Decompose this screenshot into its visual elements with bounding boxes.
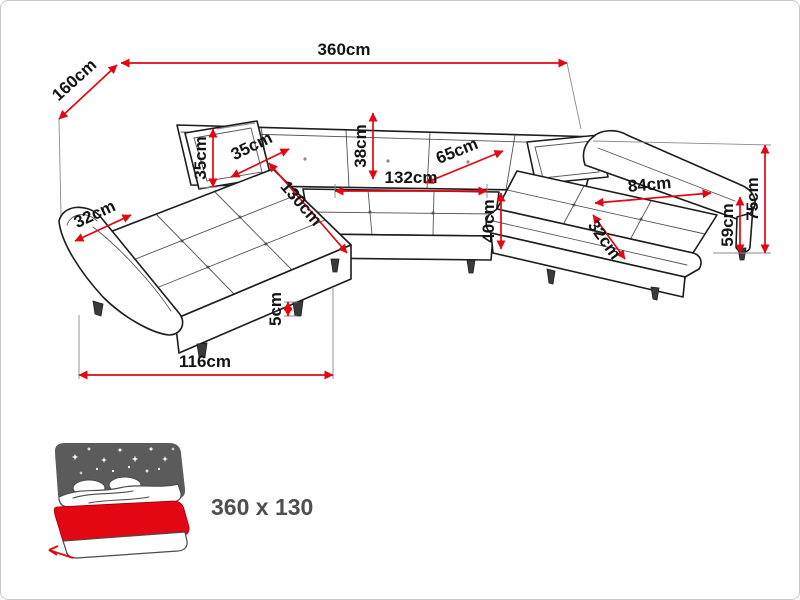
dimension-back-cushion-height: 38cm	[351, 112, 378, 180]
unfold-arrow-icon	[48, 545, 74, 559]
dim-label-seat-front-height: 40cm	[479, 199, 498, 242]
sofa-drawing	[58, 120, 756, 358]
dimension-total-width: 360cm	[120, 40, 568, 68]
dimension-left-section-width: 116cm	[78, 352, 334, 380]
dim-label-depth: 160cm	[48, 55, 100, 105]
dim-label-back-cushion-height: 38cm	[351, 124, 370, 167]
dim-label-total-width: 360cm	[318, 40, 371, 59]
dimension-leg-height: 5cm	[266, 292, 293, 326]
sleeping-size-label: 360 x 130	[211, 494, 313, 520]
dim-label-left-section-width: 116cm	[179, 352, 231, 371]
dimension-pillow-height: 35cm	[191, 128, 218, 188]
dim-label-right-seat-length: 84cm	[627, 173, 672, 196]
dimension-back-height: 59cm	[718, 196, 745, 254]
dimension-right-seat-length: 84cm	[594, 173, 712, 207]
dim-label-total-height: 75cm	[743, 177, 762, 220]
sofa-feet	[92, 247, 747, 358]
dim-label-leg-height: 5cm	[266, 292, 285, 326]
bed-base	[62, 531, 188, 559]
dimension-total-height: 75cm	[743, 144, 770, 254]
dimension-middle-seat-width: 132cm	[334, 168, 488, 196]
stars-decoration	[71, 446, 175, 475]
dim-label-middle-seat-width: 132cm	[385, 168, 438, 187]
dimension-depth: 160cm	[48, 55, 118, 120]
dimension-seat-front-height: 40cm	[479, 192, 506, 250]
dim-label-pillow-height: 35cm	[191, 136, 210, 179]
sleeping-function-icon: 360 x 130	[48, 443, 313, 559]
dim-label-back-height: 59cm	[718, 203, 737, 246]
bedding	[58, 476, 182, 508]
